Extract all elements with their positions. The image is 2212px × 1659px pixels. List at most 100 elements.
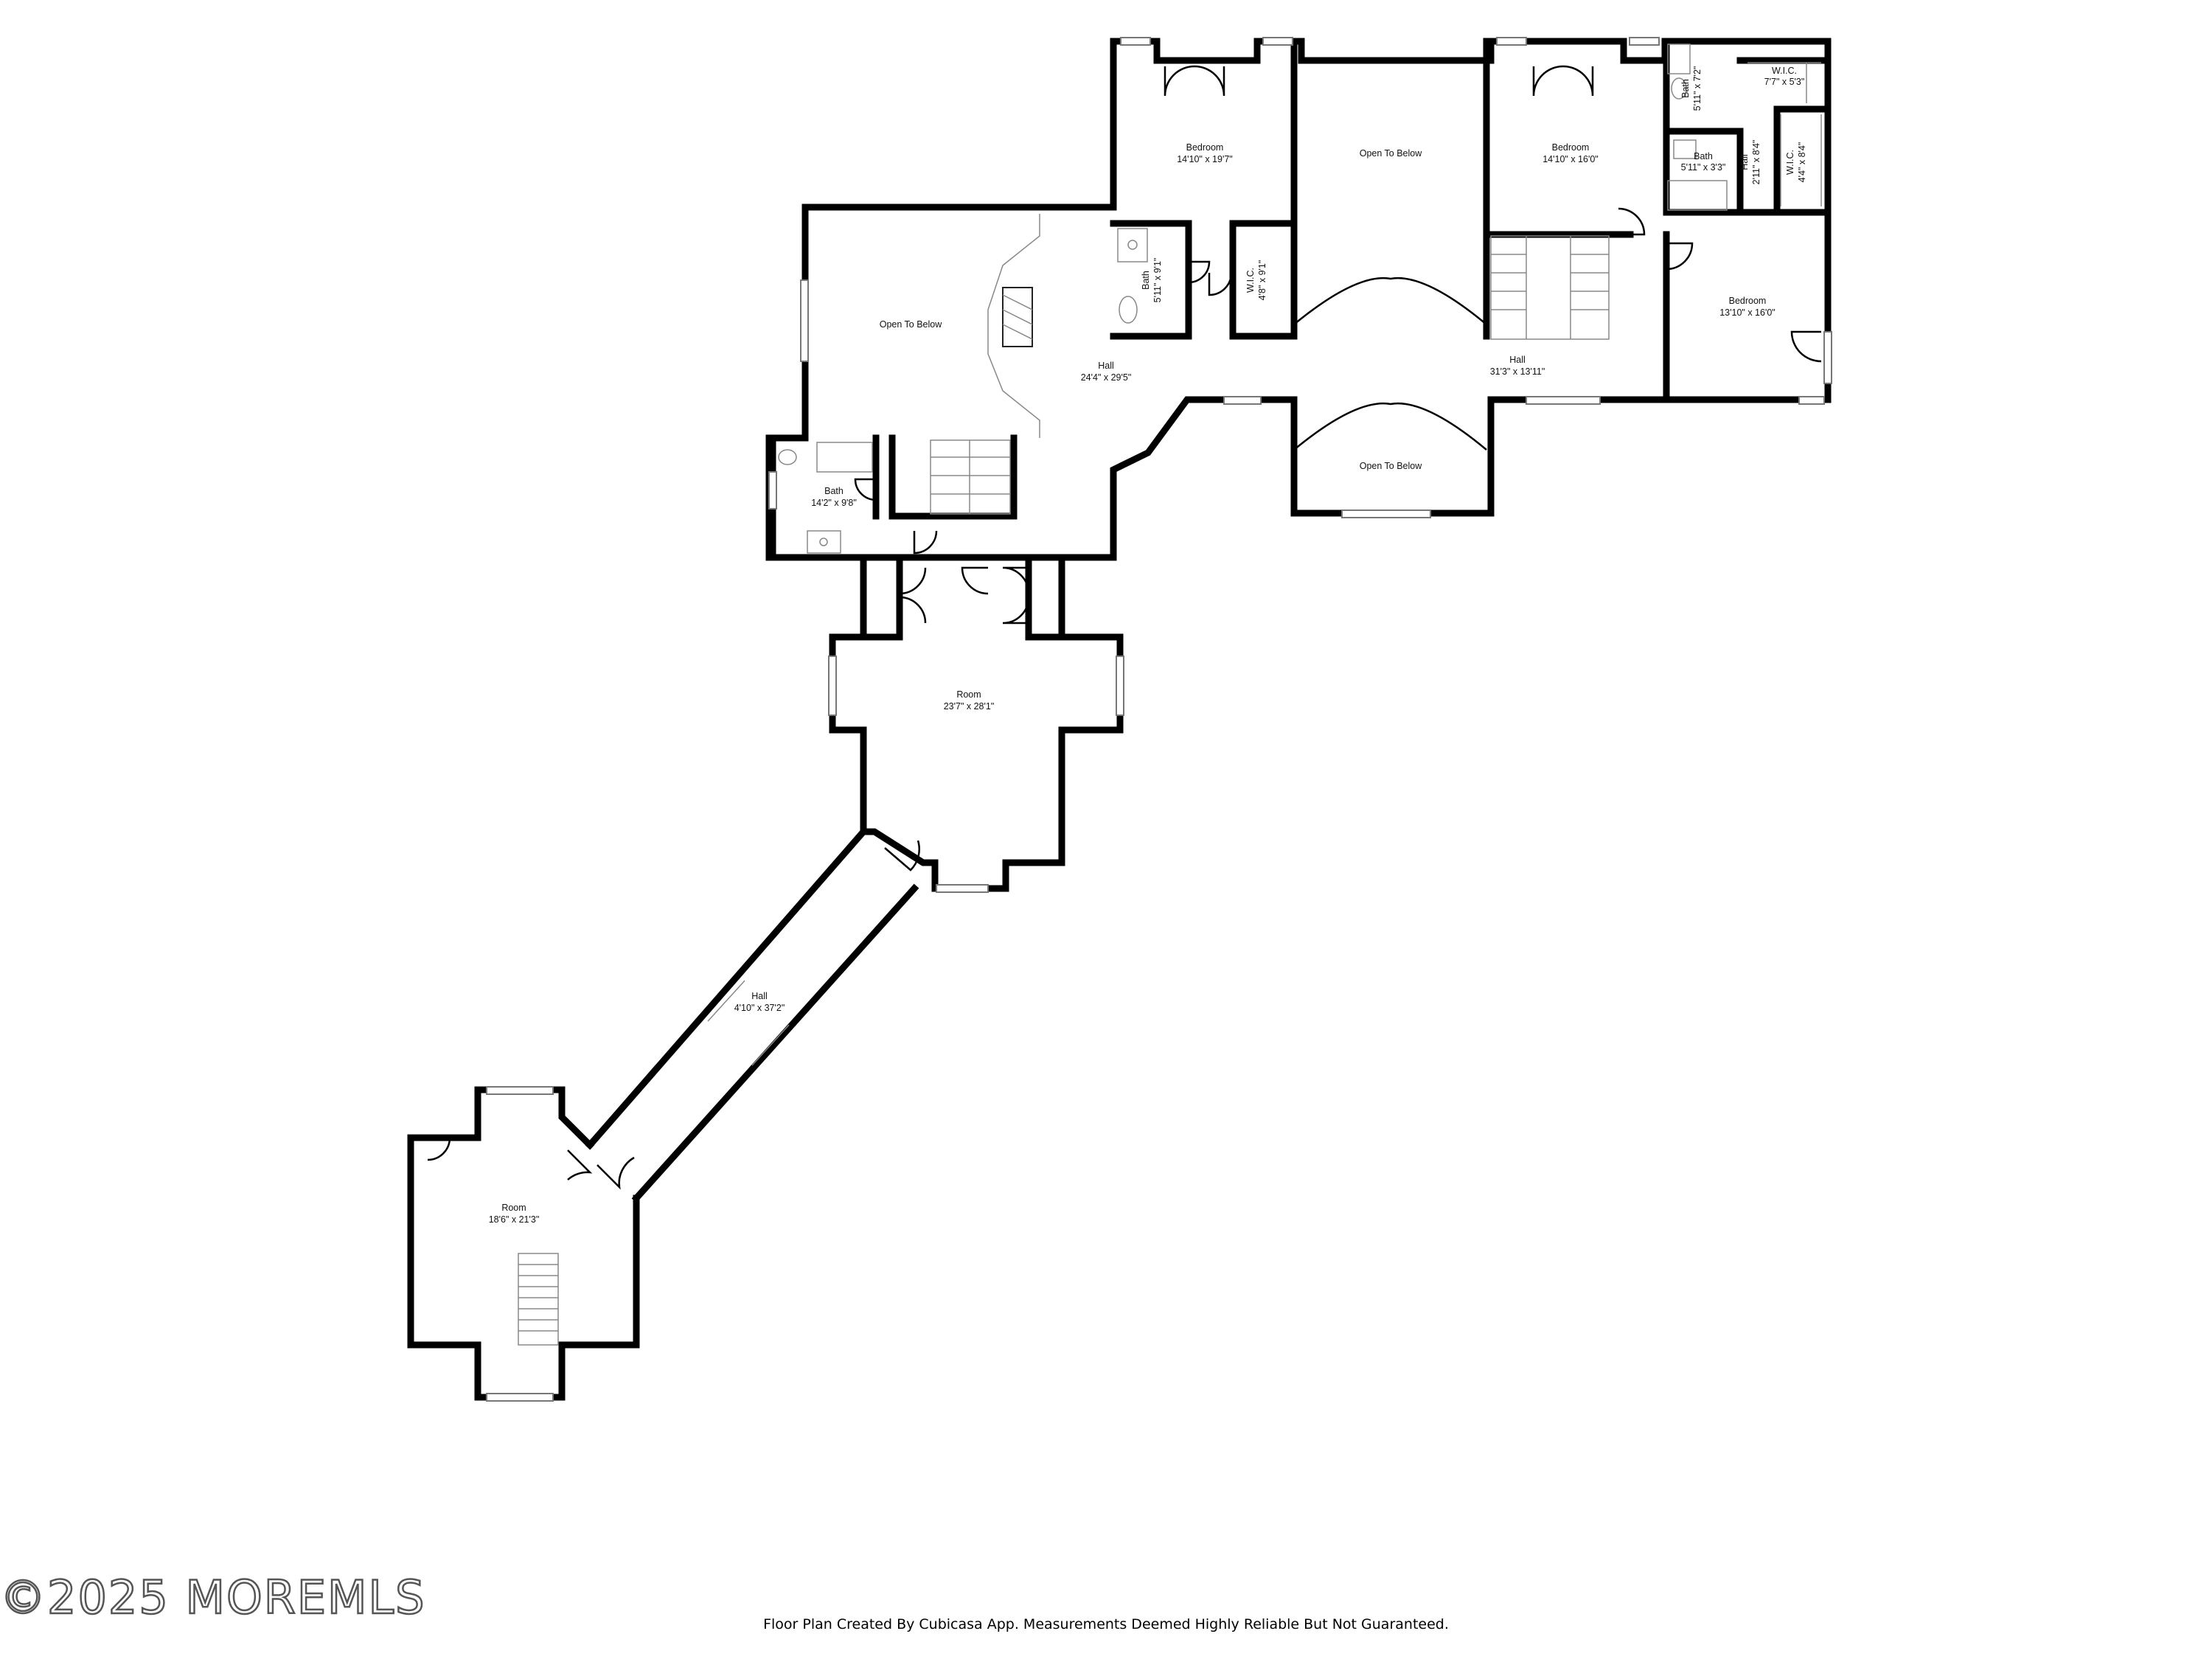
door-swing [597,1156,635,1190]
railing-arch [1293,276,1487,325]
lower-room-wall [407,1086,640,1401]
door-swing [1790,330,1822,363]
diagonal-hall-wall-upper [585,827,869,1150]
room-name: Room [501,1203,526,1213]
door-swing [1618,207,1646,236]
room-dims: 4'4" x 8'4" [1797,142,1807,183]
room-dims: 13'10" x 16'0" [1719,307,1775,318]
room-dims: 14'10" x 19'7" [1177,154,1233,164]
room-name: Bedroom [1186,142,1224,153]
door-swing [1208,272,1233,296]
door-swing [1666,242,1694,271]
doors [427,65,1822,1190]
window [751,1024,790,1066]
room-name: W.I.C. [1772,66,1797,76]
room-dims: 2'11" x 8'4" [1751,140,1761,185]
window [828,655,837,716]
window [1262,37,1293,46]
room-name: Bedroom [1552,142,1590,153]
fireplace-outline [987,214,1040,438]
room-name: Bath [1694,151,1713,161]
window [768,471,777,509]
fireplace-icon [1002,287,1033,347]
room-name: W.I.C. [1785,150,1795,175]
room-name: Hall [1509,355,1526,365]
window [936,884,989,893]
window [1629,37,1660,46]
toilet-icon [1119,296,1138,324]
toilet-icon [1673,139,1697,159]
window [1823,331,1832,384]
toilet-icon [1671,77,1687,100]
room-dims: 4'10" x 37'2" [734,1003,785,1013]
window [1798,396,1825,405]
fireplace-hatch [1002,294,1033,340]
door-swing [1562,65,1594,97]
window [1496,37,1527,46]
room-name: Hall [1739,154,1750,170]
room-dims: 4'8" x 9'1" [1257,260,1267,301]
window [707,980,745,1022]
window [1120,37,1151,46]
staircase-upper-right [1490,235,1610,340]
room-name: Bath [1141,271,1151,290]
door-swing [898,596,927,624]
sink-icon [1117,228,1148,262]
door-swing [1194,65,1225,97]
sink-icon [807,530,841,554]
left-bath-wall [769,434,1018,561]
window [1526,396,1601,405]
window [1116,655,1124,716]
room-name: Hall [751,991,768,1001]
room-name: Bedroom [1729,296,1767,306]
sink-icon [1667,44,1691,74]
diagonal-hall-wall-lower [631,883,919,1203]
door-swing [1002,566,1030,594]
room-dims: 5'11" x 7'2" [1692,66,1703,111]
room-dims: 31'3" x 13'11" [1490,366,1545,377]
door-swing [854,478,877,501]
door-swing [1532,65,1564,97]
door-swing [1164,65,1195,97]
room-dims: 5'11" x 9'1" [1152,258,1163,303]
drain-icon [819,538,828,546]
railing-arch [1293,402,1487,451]
drain-icon [1127,240,1138,250]
fixtures [518,44,1822,1346]
window [1341,509,1431,518]
window [800,279,809,362]
room-name: Room [956,689,981,700]
room-dims: 5'11" x 3'3" [1681,162,1726,173]
door-swing [898,567,927,595]
door-swing [427,1136,472,1161]
toilet-icon [778,449,797,465]
staircase-lower-room [518,1253,559,1346]
staircase-left [930,439,1011,515]
bathtub-icon [1667,180,1728,211]
door-swing [1002,597,1030,625]
room-name: Bath [1680,79,1691,98]
door-swing [567,1150,593,1180]
room-dims: 14'2" x 9'8" [811,498,857,508]
walls [407,38,1832,1401]
room-dims: 14'10" x 16'0" [1543,154,1599,164]
door-swing [961,566,989,595]
window [1223,396,1262,405]
door-swing [884,840,920,872]
room-dims: 24'4" x 29'5" [1081,372,1132,383]
bathtub-icon [816,442,873,473]
room-name: Bath [824,486,844,496]
door-swing [1188,260,1211,284]
bedroom2-lower-wall [1483,38,1832,403]
room-name: Open To Below [880,319,943,330]
room-name: Open To Below [1360,148,1423,159]
room-dims: 23'7" x 28'1" [944,701,995,712]
closet-rods [1747,62,1822,206]
room-labels: Bedroom 14'10" x 19'7" Open To Below Bed… [489,66,1807,1225]
windows [486,37,1832,1402]
watermark: ©2025 MOREMLS [0,1570,426,1626]
room-dims: 18'6" x 21'3" [489,1214,540,1225]
window [486,1086,554,1095]
open-to-below-top-wall [1290,38,1490,340]
door-swing [913,530,938,554]
